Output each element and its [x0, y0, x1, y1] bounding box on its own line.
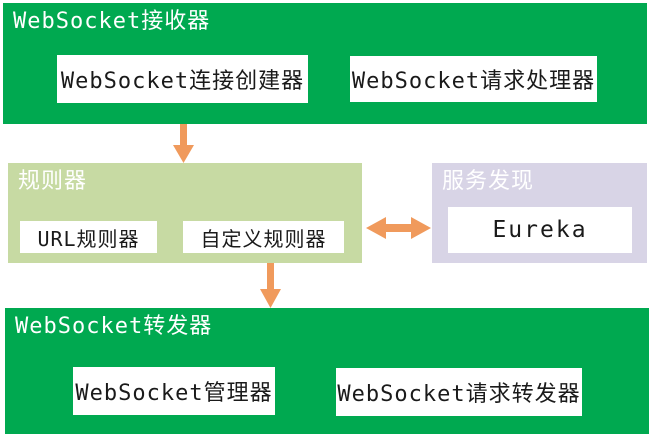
group-service-discovery: 服务发现 Eureka	[432, 163, 647, 263]
group-title-websocket-forwarder: WebSocket转发器	[15, 314, 213, 339]
node-custom-rule: 自定义规则器	[183, 221, 344, 253]
arrow-rules-discovery-bidirectional-icon	[366, 217, 431, 239]
node-eureka: Eureka	[448, 207, 632, 253]
node-websocket-request-handler: WebSocket请求处理器	[350, 56, 597, 102]
node-websocket-request-forwarder: WebSocket请求转发器	[336, 368, 582, 416]
group-rule-engine: 规则器 URL规则器 自定义规则器	[8, 163, 362, 263]
group-title-websocket-receiver: WebSocket接收器	[13, 9, 211, 34]
group-websocket-receiver: WebSocket接收器 WebSocket连接创建器 WebSocket请求处…	[3, 3, 647, 124]
group-title-rule-engine: 规则器	[18, 169, 88, 194]
node-url-rule: URL规则器	[20, 221, 157, 253]
node-websocket-manager: WebSocket管理器	[73, 367, 275, 415]
group-websocket-forwarder: WebSocket转发器 WebSocket管理器 WebSocket请求转发器	[5, 308, 649, 434]
group-title-service-discovery: 服务发现	[442, 169, 535, 194]
arrow-rules-to-forwarder-down-icon	[260, 263, 281, 308]
arrow-receiver-to-rules-down-icon	[173, 124, 194, 163]
node-websocket-connection-creator: WebSocket连接创建器	[57, 55, 308, 103]
